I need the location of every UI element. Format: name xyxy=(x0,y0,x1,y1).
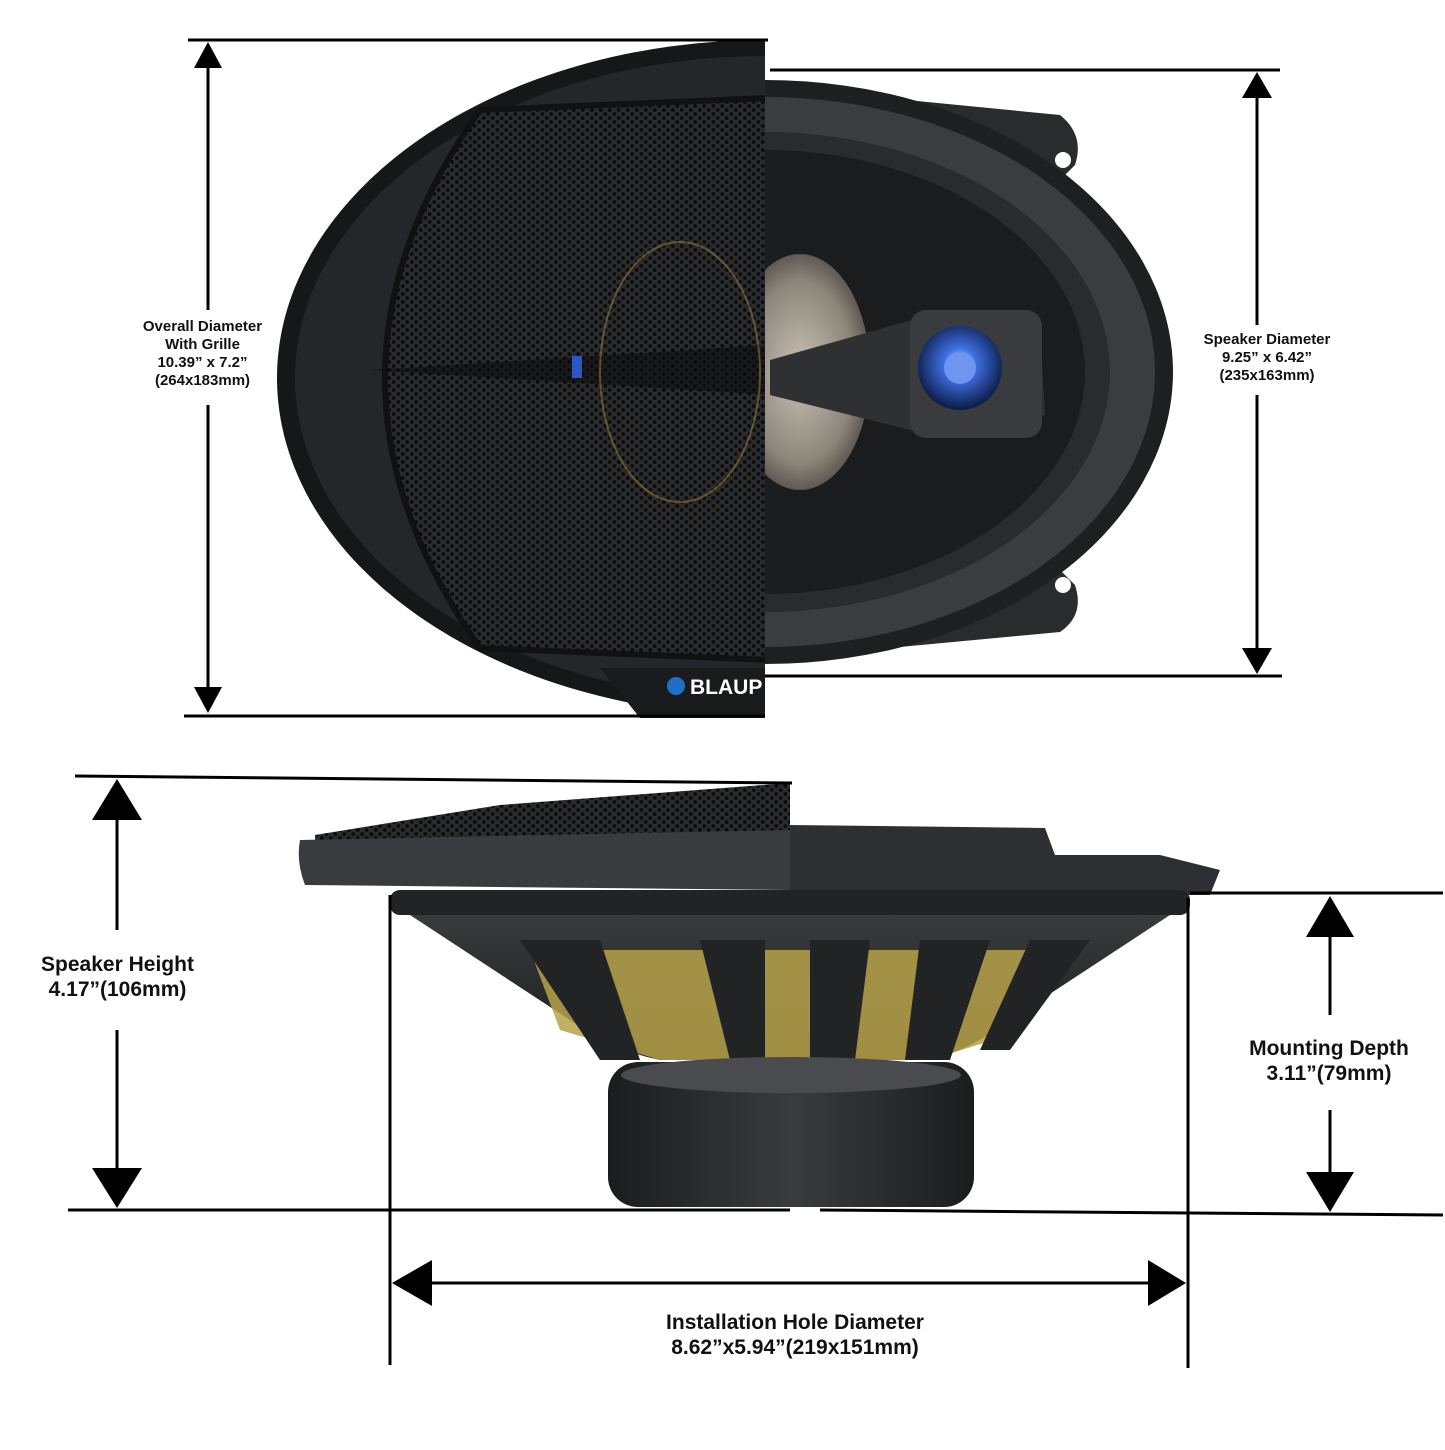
mounting-depth-label: Mounting Depth 3.11”(79mm) xyxy=(1228,1036,1430,1086)
mounting-depth-line2: 3.11”(79mm) xyxy=(1266,1062,1392,1086)
arrowhead-height-up xyxy=(92,779,142,820)
overall-line4: (264x183mm) xyxy=(154,372,251,389)
dimension-lines xyxy=(68,38,1444,1368)
speaker-face-uncovered xyxy=(765,80,1173,664)
speaker-height-line1: Speaker Height xyxy=(41,953,194,976)
speaker-height-top-line xyxy=(74,774,793,785)
arrowhead-height-down xyxy=(92,1168,142,1208)
speaker-diameter-line3: (235x163mm) xyxy=(1219,367,1315,384)
arrowhead-overall-down xyxy=(194,687,222,713)
arrowhead-speaker-up xyxy=(1242,72,1272,98)
mounting-depth-line1: Mounting Depth xyxy=(1249,1037,1409,1060)
overall-line1: Overall Diameter xyxy=(142,318,263,335)
speaker-diameter-line1: Speaker Diameter xyxy=(1203,331,1331,348)
installation-hole-line2: 8.62”x5.94”(219x151mm) xyxy=(671,1336,919,1360)
installation-hole-label: Installation Hole Diameter 8.62”x5.94”(2… xyxy=(600,1310,990,1360)
mounting-depth-bottom-line xyxy=(819,1208,1444,1217)
arrowhead-speaker-down xyxy=(1242,648,1272,674)
dimension-arrowheads xyxy=(92,42,1354,1306)
arrowhead-depth-down xyxy=(1306,1172,1354,1212)
speaker-magnet xyxy=(608,1062,974,1207)
speaker-top-view: BLAUP xyxy=(277,40,1173,718)
overall-diameter-label: Overall Diameter With Grille 10.39” x 7.… xyxy=(120,318,285,390)
arrowhead-overall-up xyxy=(194,42,222,68)
speaker-height-label: Speaker Height 4.17”(106mm) xyxy=(20,952,215,1002)
overall-line2: With Grille xyxy=(165,336,240,353)
arrowhead-install-left xyxy=(392,1260,432,1306)
speaker-height-line2: 4.17”(106mm) xyxy=(48,978,187,1002)
overall-line3: 10.39” x 7.2” xyxy=(157,354,248,371)
speaker-diameter-label: Speaker Diameter 9.25” x 6.42” (235x163m… xyxy=(1188,331,1346,385)
installation-hole-line1: Installation Hole Diameter xyxy=(666,1311,924,1334)
brand-dot-icon xyxy=(667,677,685,695)
brand-logo: BLAUP xyxy=(690,676,762,699)
arrowhead-depth-up xyxy=(1306,896,1354,937)
speaker-grille: BLAUP xyxy=(277,40,765,718)
arrowhead-install-right xyxy=(1148,1260,1186,1306)
speaker-side-view xyxy=(298,783,1220,1207)
speaker-diameter-line2: 9.25” x 6.42” xyxy=(1221,349,1313,366)
